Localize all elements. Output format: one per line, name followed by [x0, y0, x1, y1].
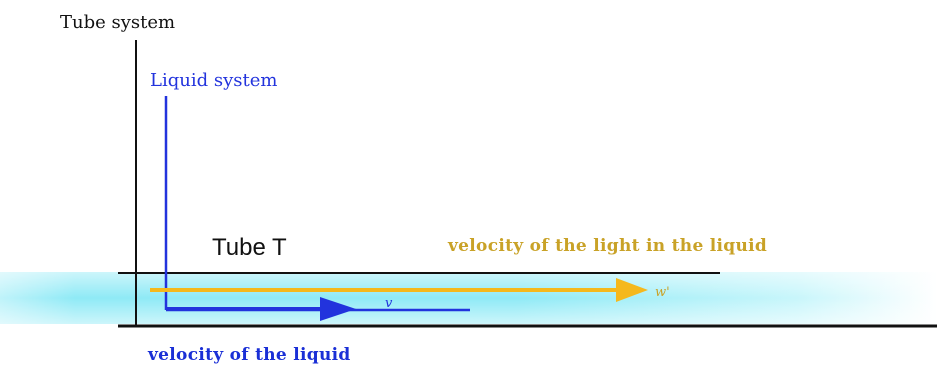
liquid-band-shading: [0, 272, 937, 324]
light-velocity-arrowhead: [616, 278, 648, 302]
liquid-velocity-label: velocity of the liquid: [148, 345, 351, 365]
light-velocity-symbol: w': [655, 285, 670, 300]
tube-system-label: Tube system: [60, 12, 176, 33]
liquid-velocity-symbol: v: [385, 296, 393, 311]
liquid-system-label: Liquid system: [150, 70, 278, 91]
liquid-velocity-arrowhead: [320, 297, 356, 321]
tube-label: Tube T: [212, 234, 287, 261]
light-velocity-label: velocity of the light in the liquid: [448, 236, 768, 256]
